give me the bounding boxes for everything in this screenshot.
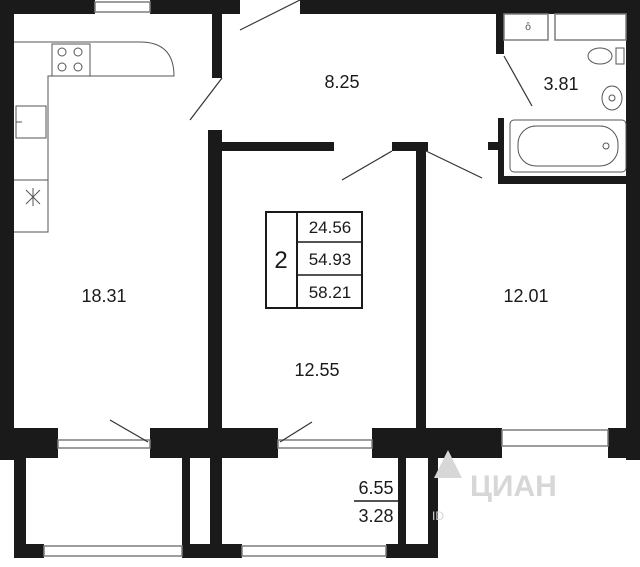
kitchen-area: 18.31 <box>81 286 126 306</box>
watermark-house-icon <box>434 450 462 478</box>
bedroom-right-area: 12.01 <box>503 286 548 306</box>
bedroom-center-area: 12.55 <box>294 360 339 380</box>
balcony-area-reduced: 3.28 <box>358 506 393 526</box>
watermark-id: ID <box>432 509 444 523</box>
windows <box>43 1 627 557</box>
balcony-area: 6.55 3.28 <box>354 478 398 526</box>
svg-text:ô: ô <box>525 21 531 33</box>
doors <box>109 0 533 443</box>
bathroom-fixtures: ô <box>509 21 627 173</box>
room-labels: 8.25 3.81 18.31 12.55 12.01 <box>81 72 578 380</box>
total-area-value: 54.93 <box>309 250 352 269</box>
watermark-brand: ЦИАН <box>470 470 557 503</box>
bathroom-area: 3.81 <box>543 74 578 94</box>
balcony-area-full: 6.55 <box>358 478 393 498</box>
washbasin-icon <box>601 85 623 111</box>
area-legend: 2 24.56 54.93 58.21 <box>265 211 363 309</box>
toilet-icon <box>587 47 613 65</box>
bathtub-icon <box>509 119 627 173</box>
hall-area: 8.25 <box>324 72 359 92</box>
stove-icon <box>51 43 91 77</box>
total-area-with-balcony-value: 58.21 <box>309 283 352 302</box>
living-area-value: 24.56 <box>309 218 352 237</box>
cian-watermark: ЦИАН ID <box>432 450 557 523</box>
rooms-count: 2 <box>274 247 287 274</box>
kitchen-fixtures <box>14 41 175 233</box>
